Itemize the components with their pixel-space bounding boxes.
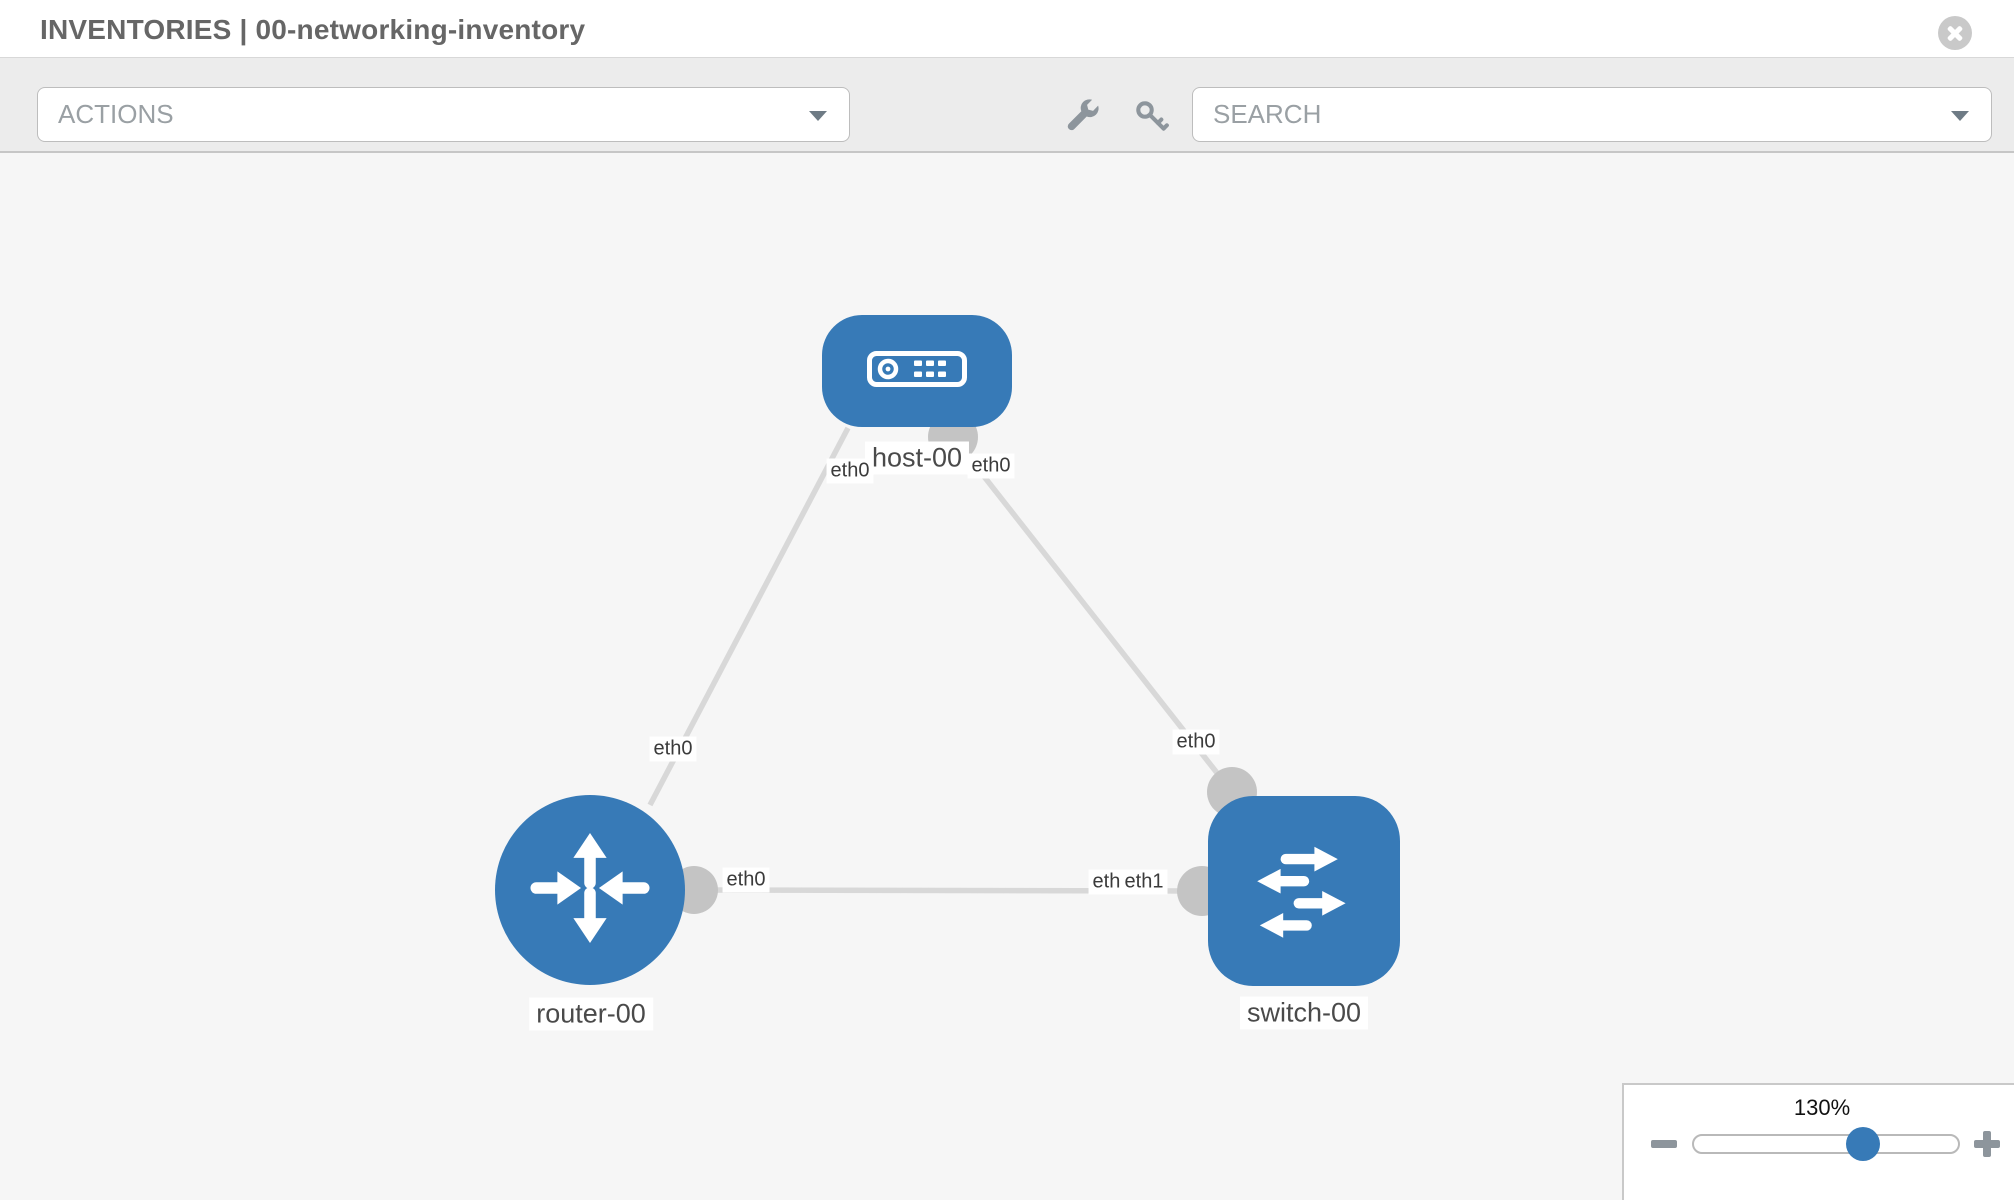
host-00-node[interactable]: [822, 315, 1012, 427]
wrench-icon[interactable]: [1065, 98, 1101, 134]
switch-icon: [1239, 824, 1369, 959]
topology-canvas[interactable]: 130% host-00 router-00 switch-00 eth0 eth0 et…: [0, 153, 2014, 1200]
window-header: INVENTORIES | 00-networking-inventory: [0, 0, 2014, 57]
page-title: INVENTORIES | 00-networking-inventory: [40, 14, 586, 45]
toolbar: ACTIONS SEARCH: [0, 57, 2014, 153]
plus-icon[interactable]: [1974, 1131, 2000, 1157]
close-icon[interactable]: [1938, 16, 1972, 50]
router-00-label: router-00: [529, 997, 653, 1031]
interface-label: eth0: [649, 736, 697, 762]
topology-links-layer: [647, 412, 1257, 916]
minus-icon[interactable]: [1651, 1140, 1677, 1148]
interface-label: eth0: [1172, 729, 1220, 755]
host-00-label: host-00: [864, 441, 970, 475]
key-icon[interactable]: [1133, 98, 1169, 134]
search-placeholder: SEARCH: [1213, 99, 1322, 129]
router-icon: [526, 824, 654, 957]
zoom-control-panel: 130%: [1622, 1083, 2014, 1200]
switch-00-label: switch-00: [1239, 996, 1369, 1030]
zoom-slider-track[interactable]: [1692, 1134, 1960, 1154]
search-dropdown[interactable]: SEARCH: [1192, 87, 1992, 142]
zoom-level-value: 130%: [1793, 1095, 1851, 1120]
zoom-slider-thumb[interactable]: [1846, 1127, 1881, 1161]
chevron-down-icon: [1951, 111, 1969, 121]
actions-dropdown-label: ACTIONS: [58, 99, 174, 129]
interface-label: eth0: [722, 867, 770, 893]
interface-label: eth1: [1120, 869, 1168, 895]
interface-label: eth0: [826, 458, 874, 484]
interface-label: eth0: [967, 453, 1015, 479]
switch-00-node[interactable]: [1208, 796, 1400, 986]
actions-dropdown[interactable]: ACTIONS: [37, 87, 850, 142]
host-icon: [867, 350, 967, 392]
chevron-down-icon: [809, 111, 827, 121]
router-00-node[interactable]: [495, 795, 685, 985]
